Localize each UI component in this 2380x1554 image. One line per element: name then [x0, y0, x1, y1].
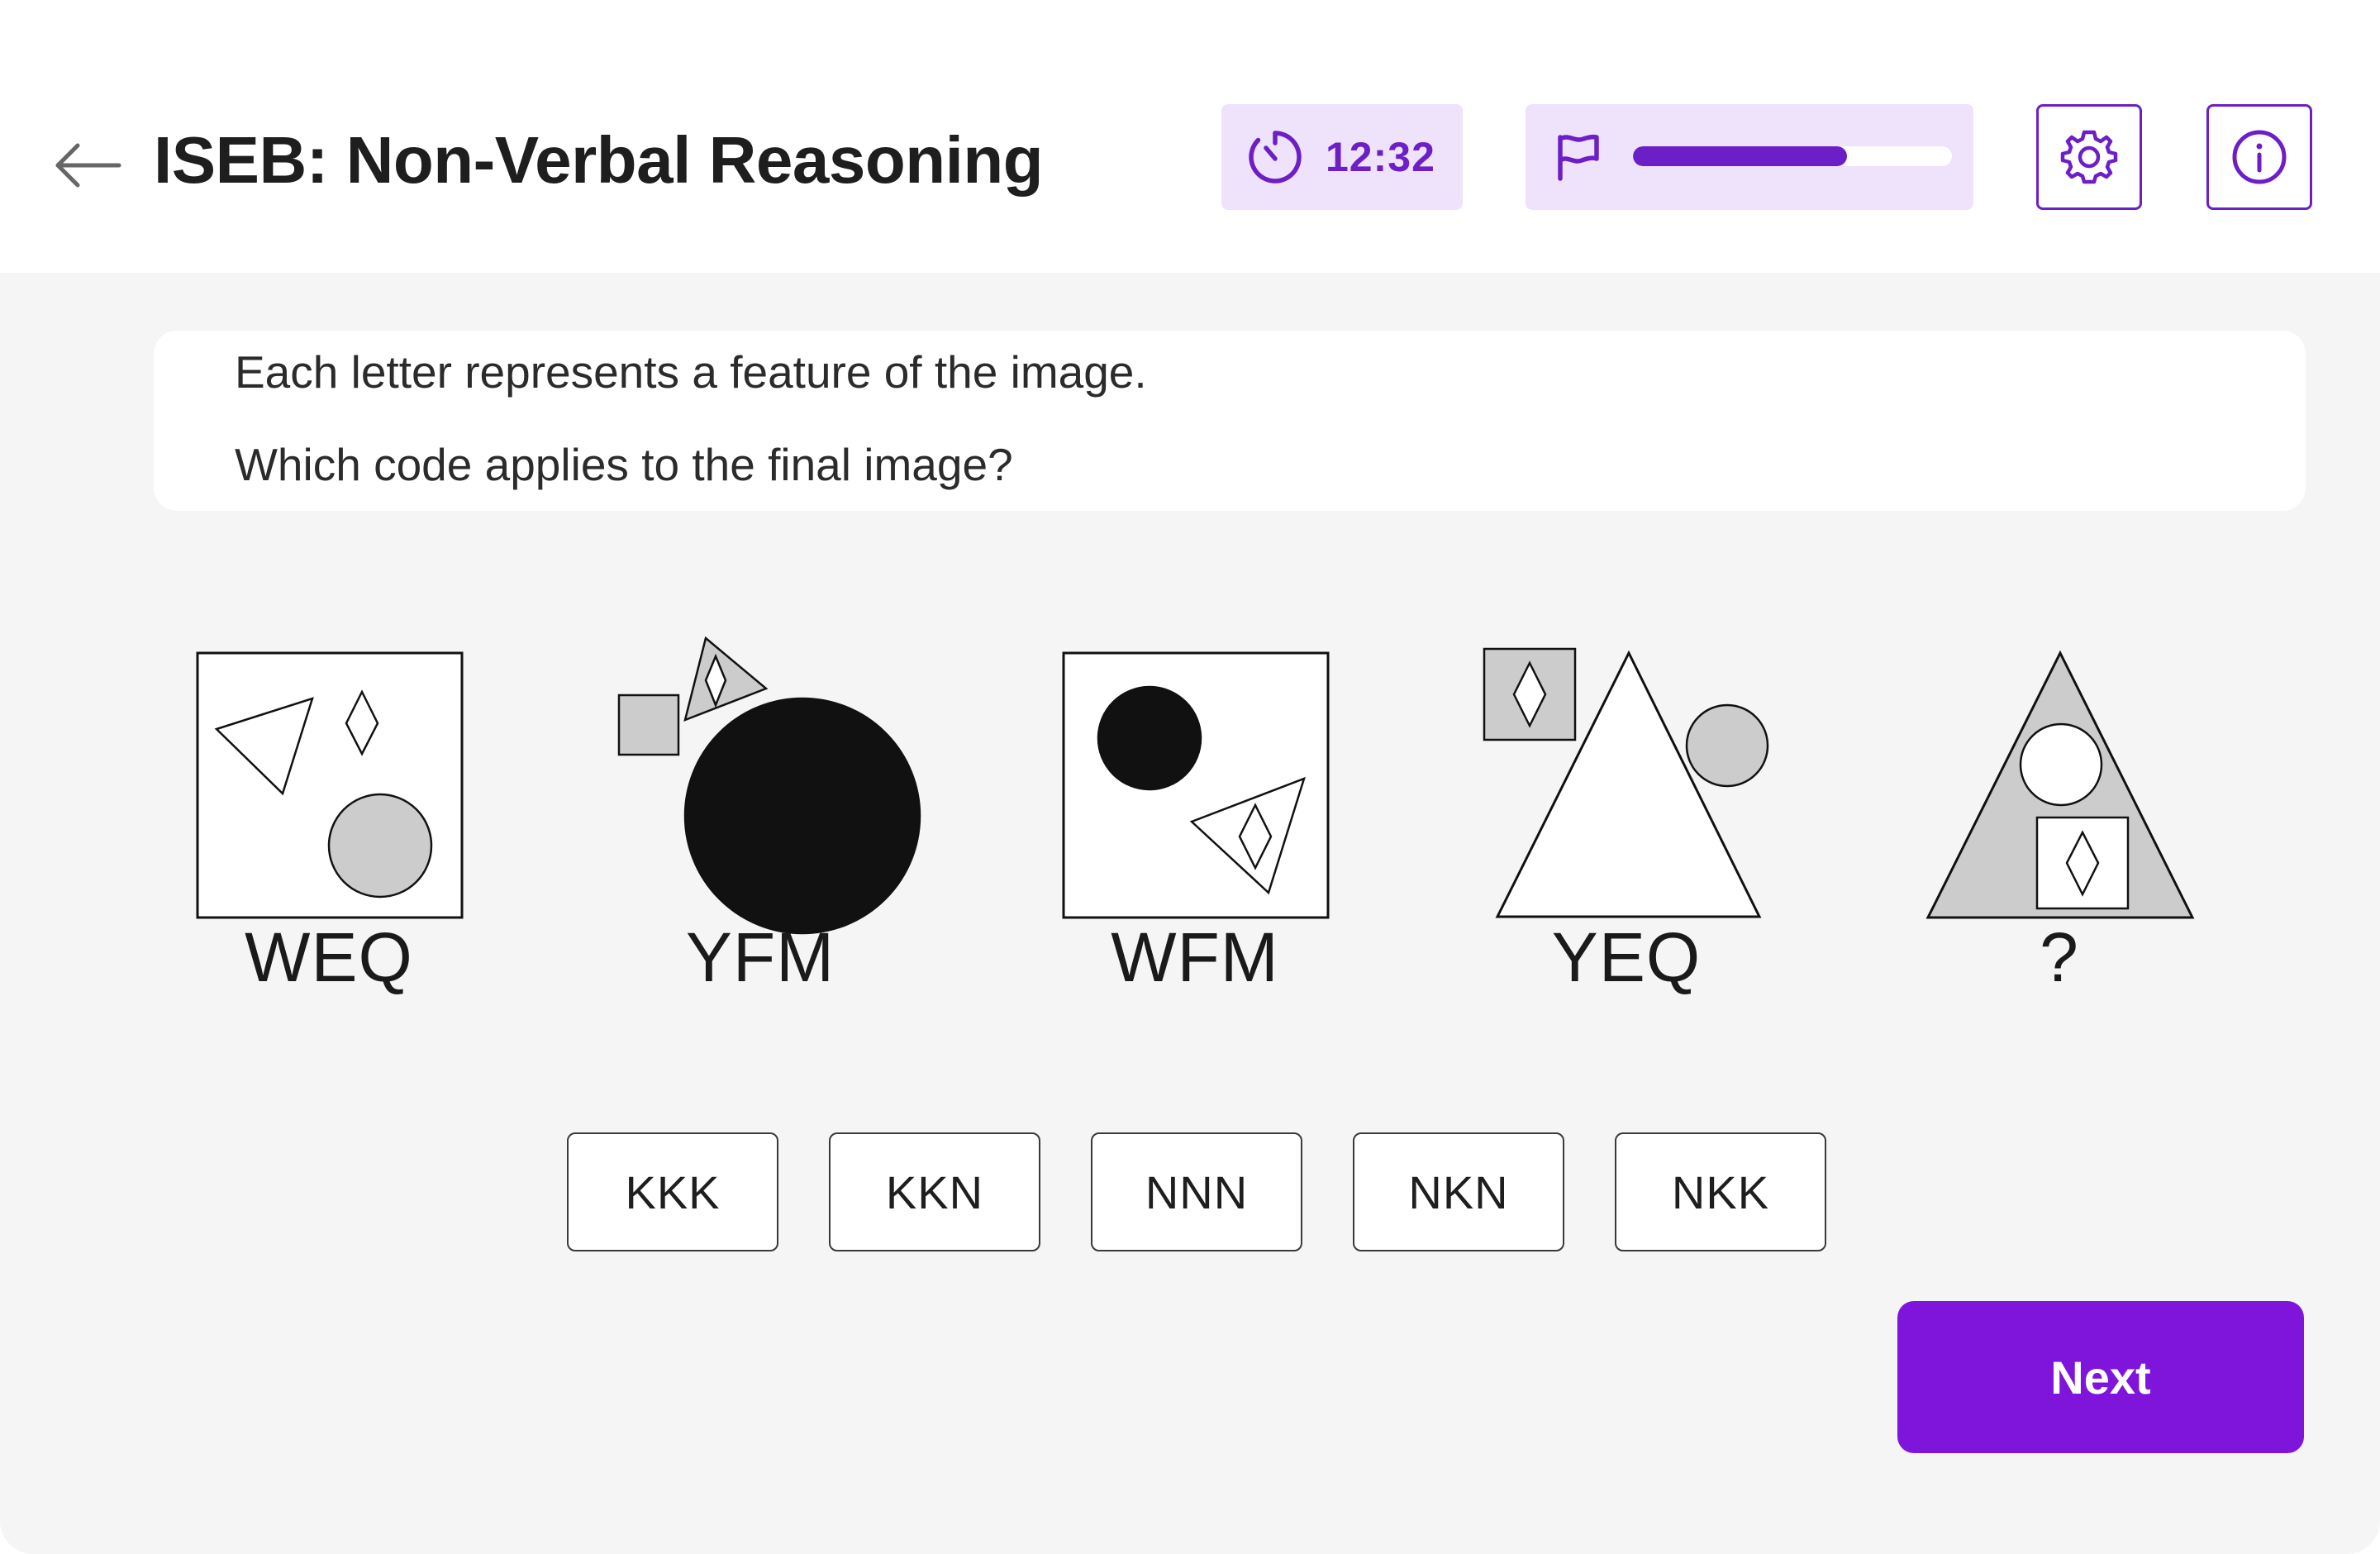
answer-option-4[interactable]: NKN	[1353, 1132, 1564, 1251]
figure-2	[617, 636, 921, 935]
timer-value: 12:32	[1326, 134, 1435, 180]
back-button[interactable]	[48, 132, 127, 198]
figure-3-code: WFM	[1111, 918, 1279, 996]
figure-5-code: ?	[2040, 918, 2079, 996]
question-card: Each letter represents a feature of the …	[154, 331, 2306, 511]
progress-fill	[1633, 146, 1847, 166]
figure-4-code: YEQ	[1551, 918, 1702, 996]
figure-1-code: WEQ	[245, 918, 413, 996]
timer: 12:32	[1221, 104, 1463, 210]
back-arrow-icon	[55, 143, 121, 188]
flag-icon[interactable]	[1554, 132, 1603, 182]
figure-2-code: YFM	[685, 918, 835, 996]
timer-icon	[1249, 131, 1302, 184]
figure-4	[1483, 647, 1769, 918]
info-button[interactable]	[2206, 104, 2312, 210]
page-title: ISEB: Non-Verbal Reasoning	[154, 123, 1044, 197]
answer-option-1[interactable]: KKK	[567, 1132, 778, 1251]
progress-indicator	[1526, 104, 1973, 210]
progress-track	[1633, 146, 1952, 166]
question-text: Which code applies to the final image?	[235, 439, 1013, 490]
answer-option-5[interactable]: NKK	[1615, 1132, 1826, 1251]
answer-option-3[interactable]: NNN	[1091, 1132, 1302, 1251]
answer-option-2[interactable]: KKN	[829, 1132, 1040, 1251]
next-button[interactable]: Next	[1897, 1301, 2304, 1453]
settings-gear-icon	[2060, 130, 2118, 184]
settings-button[interactable]	[2036, 104, 2142, 210]
question-instruction: Each letter represents a feature of the …	[235, 346, 1147, 398]
figure-5	[1925, 650, 2195, 919]
figure-3	[1062, 651, 1330, 919]
figure-1	[196, 651, 464, 919]
header-bar: ISEB: Non-Verbal Reasoning 12:32	[0, 0, 2380, 273]
info-icon	[2232, 130, 2287, 184]
